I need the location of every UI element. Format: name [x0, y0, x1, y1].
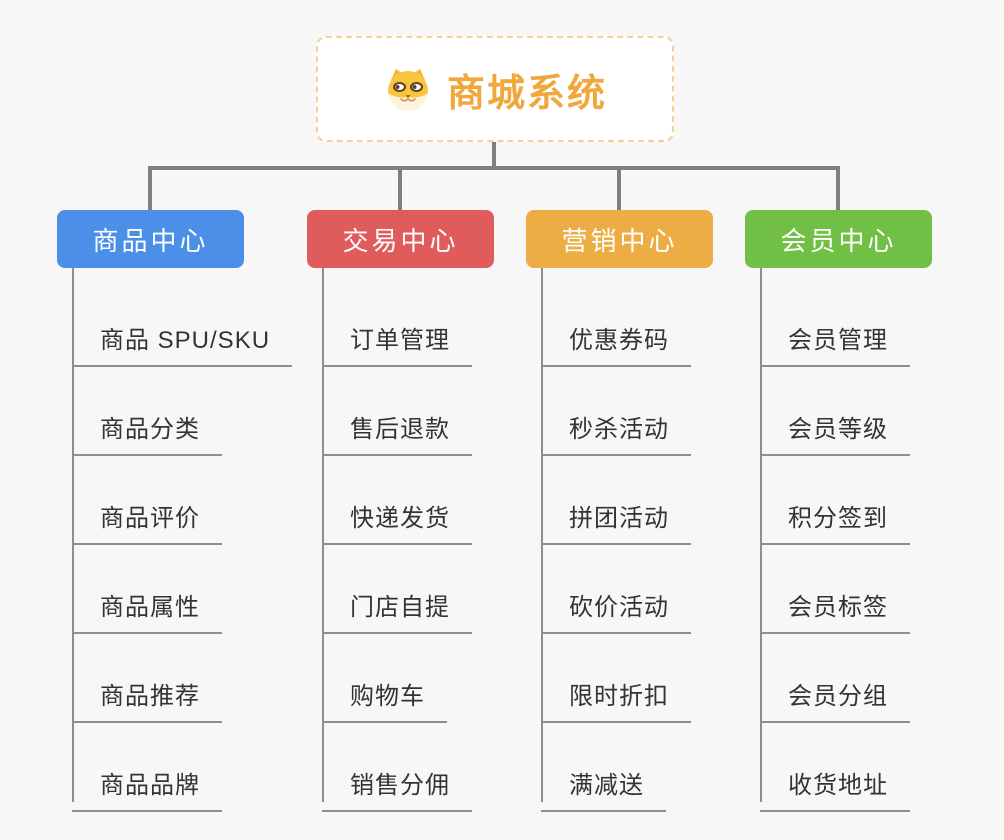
branch-node-marketing-center[interactable]: 营销中心 — [526, 210, 713, 268]
leaf-node-product-category[interactable]: 商品分类 — [72, 396, 222, 456]
leaf-node-after-sales-refund[interactable]: 售后退款 — [322, 396, 472, 456]
connector-drop-members — [836, 166, 840, 210]
leaf-node-shipping-address[interactable]: 收货地址 — [760, 752, 910, 812]
leaf-node-product-review[interactable]: 商品评价 — [72, 485, 222, 545]
leaf-node-flash-sale[interactable]: 秒杀活动 — [541, 396, 691, 456]
leaf-node-product-brand[interactable]: 商品品牌 — [72, 752, 222, 812]
connector-drop-products — [148, 166, 152, 210]
branch-node-trade-center[interactable]: 交易中心 — [307, 210, 494, 268]
leaf-node-member-level[interactable]: 会员等级 — [760, 396, 910, 456]
leaf-node-product-spu-sku[interactable]: 商品 SPU/SKU — [72, 307, 293, 367]
connector-drop-trade — [398, 166, 402, 210]
leaf-node-member-tags[interactable]: 会员标签 — [760, 574, 910, 634]
leaf-column-trade-center: 订单管理 售后退款 快递发货 门店自提 购物车 销售分佣 — [322, 268, 562, 812]
leaf-node-store-pickup[interactable]: 门店自提 — [322, 574, 472, 634]
leaf-node-product-recommend[interactable]: 商品推荐 — [72, 663, 222, 723]
leaf-node-product-attribute[interactable]: 商品属性 — [72, 574, 222, 634]
leaf-node-points-checkin[interactable]: 积分签到 — [760, 485, 910, 545]
leaf-node-bargain-activity[interactable]: 砍价活动 — [541, 574, 691, 634]
leaf-node-full-reduction[interactable]: 满减送 — [541, 752, 666, 812]
connector-root-stem — [492, 142, 496, 168]
leaf-node-shopping-cart[interactable]: 购物车 — [322, 663, 447, 723]
root-title: 商城系统 — [446, 72, 607, 115]
connector-horizontal-bus — [148, 166, 840, 170]
branch-node-product-center[interactable]: 商品中心 — [57, 210, 244, 268]
leaf-node-coupon-code[interactable]: 优惠券码 — [541, 307, 691, 367]
leaf-column-member-center: 会员管理 会员等级 积分签到 会员标签 会员分组 收货地址 — [760, 268, 1000, 812]
leaf-node-limited-time-discount[interactable]: 限时折扣 — [541, 663, 691, 723]
leaf-column-product-center: 商品 SPU/SKU 商品分类 商品评价 商品属性 商品推荐 商品品牌 — [72, 268, 312, 812]
shiba-dog-icon — [383, 66, 433, 112]
leaf-node-order-management[interactable]: 订单管理 — [322, 307, 472, 367]
branch-node-member-center[interactable]: 会员中心 — [745, 210, 932, 268]
connector-drop-marketing — [617, 166, 621, 210]
leaf-node-member-groups[interactable]: 会员分组 — [760, 663, 910, 723]
leaf-column-marketing-center: 优惠券码 秒杀活动 拼团活动 砍价活动 限时折扣 满减送 — [541, 268, 781, 812]
root-node-mall-system[interactable]: 商城系统 — [316, 36, 674, 142]
leaf-node-member-management[interactable]: 会员管理 — [760, 307, 910, 367]
leaf-node-express-delivery[interactable]: 快递发货 — [322, 485, 472, 545]
leaf-node-sales-commission[interactable]: 销售分佣 — [322, 752, 472, 812]
leaf-node-group-buy[interactable]: 拼团活动 — [541, 485, 691, 545]
